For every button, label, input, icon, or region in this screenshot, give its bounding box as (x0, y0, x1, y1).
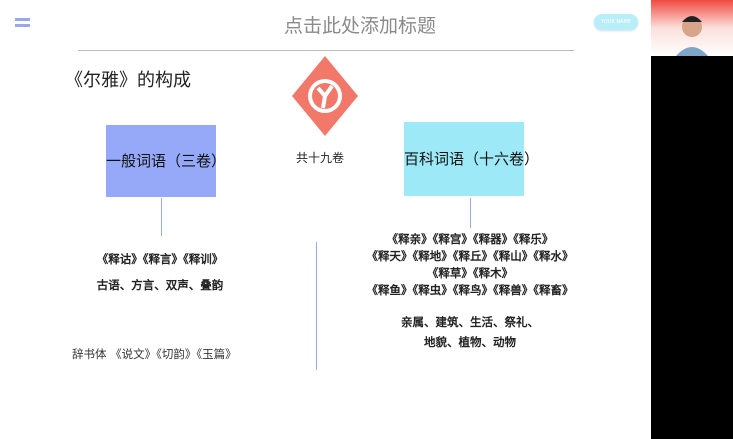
total-volumes-label: 共十九卷 (296, 151, 345, 165)
section-heading: 《尔雅》的构成 (65, 70, 191, 91)
right-books-line-1: 《释亲》《释宫》《释器》《释乐》 (386, 232, 554, 246)
right-topics: 亲属、建筑、生活、祭礼、 地貌、植物、动物 (340, 312, 600, 352)
general-words-box: 一般词语（三卷） (106, 125, 226, 197)
right-topics-line-1: 亲属、建筑、生活、祭礼、 (401, 315, 539, 329)
right-books: 《释亲》《释宫》《释器》《释乐》 《释天》《释地》《释丘》《释山》《释水》 《释… (340, 231, 600, 299)
right-books-line-3: 《释草》《释木》 (426, 266, 514, 280)
right-books-line-4: 《释鱼》《释虫》《释鸟》《释兽》《释畜》 (366, 283, 574, 297)
left-note: 辞书体 《说文》《切韵》《玉篇》 (72, 347, 237, 361)
video-panel-background (651, 56, 733, 439)
your-name-button[interactable]: YOUR NAME (594, 14, 638, 30)
slide-title[interactable]: 点击此处添加标题 (283, 15, 436, 37)
webcam-video (651, 0, 733, 56)
right-arrow-line (470, 198, 471, 228)
title-divider (78, 50, 574, 51)
right-topics-line-2: 地貌、植物、动物 (424, 335, 516, 349)
emblem-logo (292, 56, 358, 140)
left-books: 《释诂》《释言》《释训》 (96, 252, 224, 266)
left-topics: 古语、方言、双声、叠韵 (96, 278, 224, 292)
left-arrow-line (161, 198, 162, 236)
menu-icon[interactable] (15, 18, 30, 30)
center-divider-line (316, 242, 317, 370)
right-books-line-2: 《释天》《释地》《释丘》《释山》《释水》 (366, 249, 574, 263)
encyclopedic-words-box: 百科词语（十六卷） (404, 122, 539, 196)
